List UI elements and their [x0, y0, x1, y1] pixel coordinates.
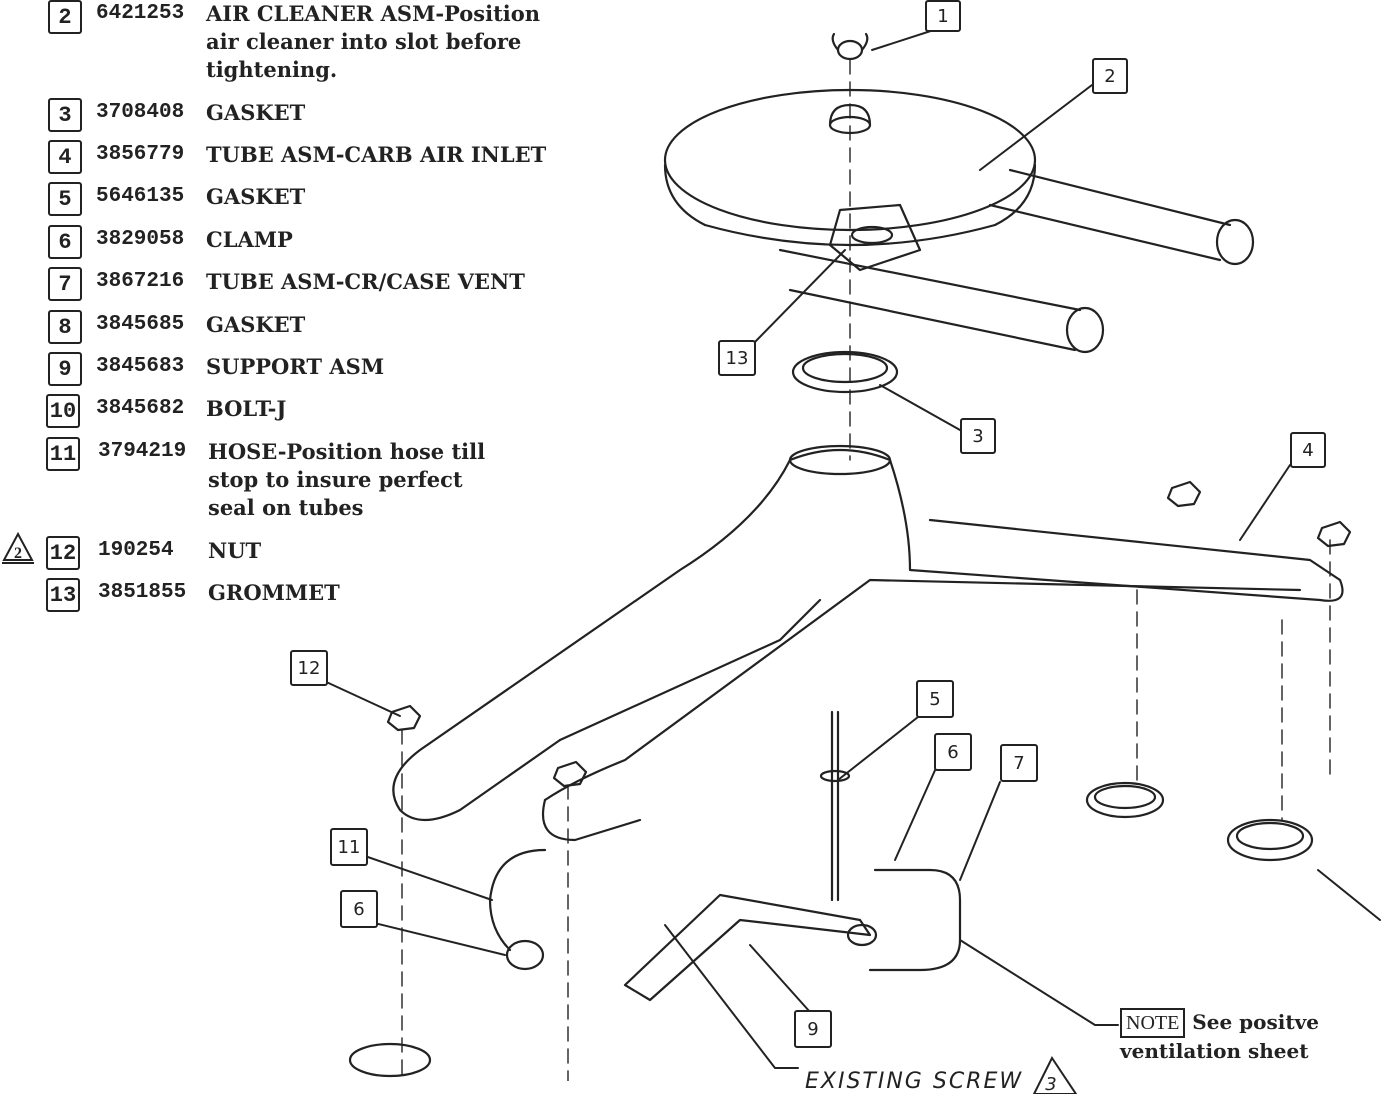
warning-triangle-icon: 3	[1033, 1056, 1078, 1094]
ref-number-box: 7	[48, 267, 82, 301]
support-asm-part	[623, 893, 872, 1002]
ref-number-box: 6	[48, 225, 82, 259]
callout-13: 13	[718, 340, 756, 376]
part-description: CLAMP	[206, 227, 293, 252]
ref-number-box: 11	[46, 437, 80, 471]
ref-number-box: 4	[48, 140, 82, 174]
part-description: HOSE-Position hose till stop to insure p…	[208, 439, 486, 520]
part-description: GASKET	[206, 100, 306, 125]
nut-part	[386, 480, 1352, 788]
gasket-part	[791, 350, 899, 394]
part-number: 3845683	[96, 355, 185, 378]
ref-number-box: 3	[48, 98, 82, 132]
part-number: 6421253	[96, 2, 185, 25]
part-number: 190254	[98, 539, 174, 562]
note-text-line1: See positve	[1192, 1010, 1319, 1034]
part-description: AIR CLEANER ASM-Position air cleaner int…	[206, 1, 541, 82]
tube-asm-carb-air-inlet-part	[392, 444, 1344, 842]
part-number: 3856779	[96, 143, 185, 166]
callout-2: 2	[1092, 58, 1128, 94]
callout-12: 12	[290, 650, 328, 686]
callout-6b: 6	[340, 890, 378, 928]
vent-tube-part	[846, 868, 962, 972]
part-description: NUT	[208, 538, 262, 563]
callout-11: 11	[330, 828, 368, 866]
hose-part	[488, 848, 547, 971]
callout-1: 1	[925, 0, 961, 32]
part-description: GROMMET	[208, 580, 340, 605]
part-number: 3845682	[96, 397, 185, 420]
callout-4: 4	[1290, 432, 1326, 468]
part-number: 3794219	[98, 440, 187, 463]
ref-number-box: 9	[48, 352, 82, 386]
ref-number-box: 5	[48, 182, 82, 216]
svg-text:2: 2	[14, 545, 22, 562]
ref-number-box: 12	[46, 536, 80, 570]
part-number: 5646135	[96, 185, 185, 208]
note-text-line2: ventilation sheet	[1120, 1039, 1309, 1063]
note-callout: NOTE See positve ventilation sheet	[1120, 1008, 1319, 1064]
part-number: 3845685	[96, 313, 185, 336]
wing-nut-part	[831, 32, 869, 61]
existing-screw-text: EXISTING SCREW	[805, 1069, 1024, 1094]
callout-3: 3	[960, 418, 996, 454]
note-label: NOTE	[1120, 1008, 1186, 1038]
part-description: BOLT-J	[206, 396, 287, 421]
ref-number-box: 2	[48, 0, 82, 34]
warning-triangle-icon: 2	[2, 532, 34, 564]
part-number: 3708408	[96, 101, 185, 124]
air-cleaner-part	[663, 88, 1255, 354]
callout-7: 7	[1000, 744, 1038, 782]
ref-number-box: 13	[46, 578, 80, 612]
existing-screw-label: EXISTING SCREW 3	[805, 1056, 1078, 1094]
svg-text:3: 3	[1045, 1074, 1058, 1094]
part-number: 3829058	[96, 228, 185, 251]
part-description: SUPPORT ASM	[206, 354, 385, 379]
part-description: GASKET	[206, 312, 306, 337]
part-description: TUBE ASM-CR/CASE VENT	[206, 269, 525, 294]
bolt-part	[819, 710, 851, 902]
callout-9: 9	[794, 1010, 832, 1048]
callout-6: 6	[934, 733, 972, 771]
part-description: GASKET	[206, 184, 306, 209]
ref-number-box: 8	[48, 310, 82, 344]
part-number: 3867216	[96, 270, 185, 293]
part-number: 3851855	[98, 581, 187, 604]
ref-number-box: 10	[46, 394, 80, 428]
gasket-8-part	[348, 781, 1314, 1078]
part-description: TUBE ASM-CARB AIR INLET	[206, 142, 547, 167]
callout-5: 5	[916, 680, 954, 718]
